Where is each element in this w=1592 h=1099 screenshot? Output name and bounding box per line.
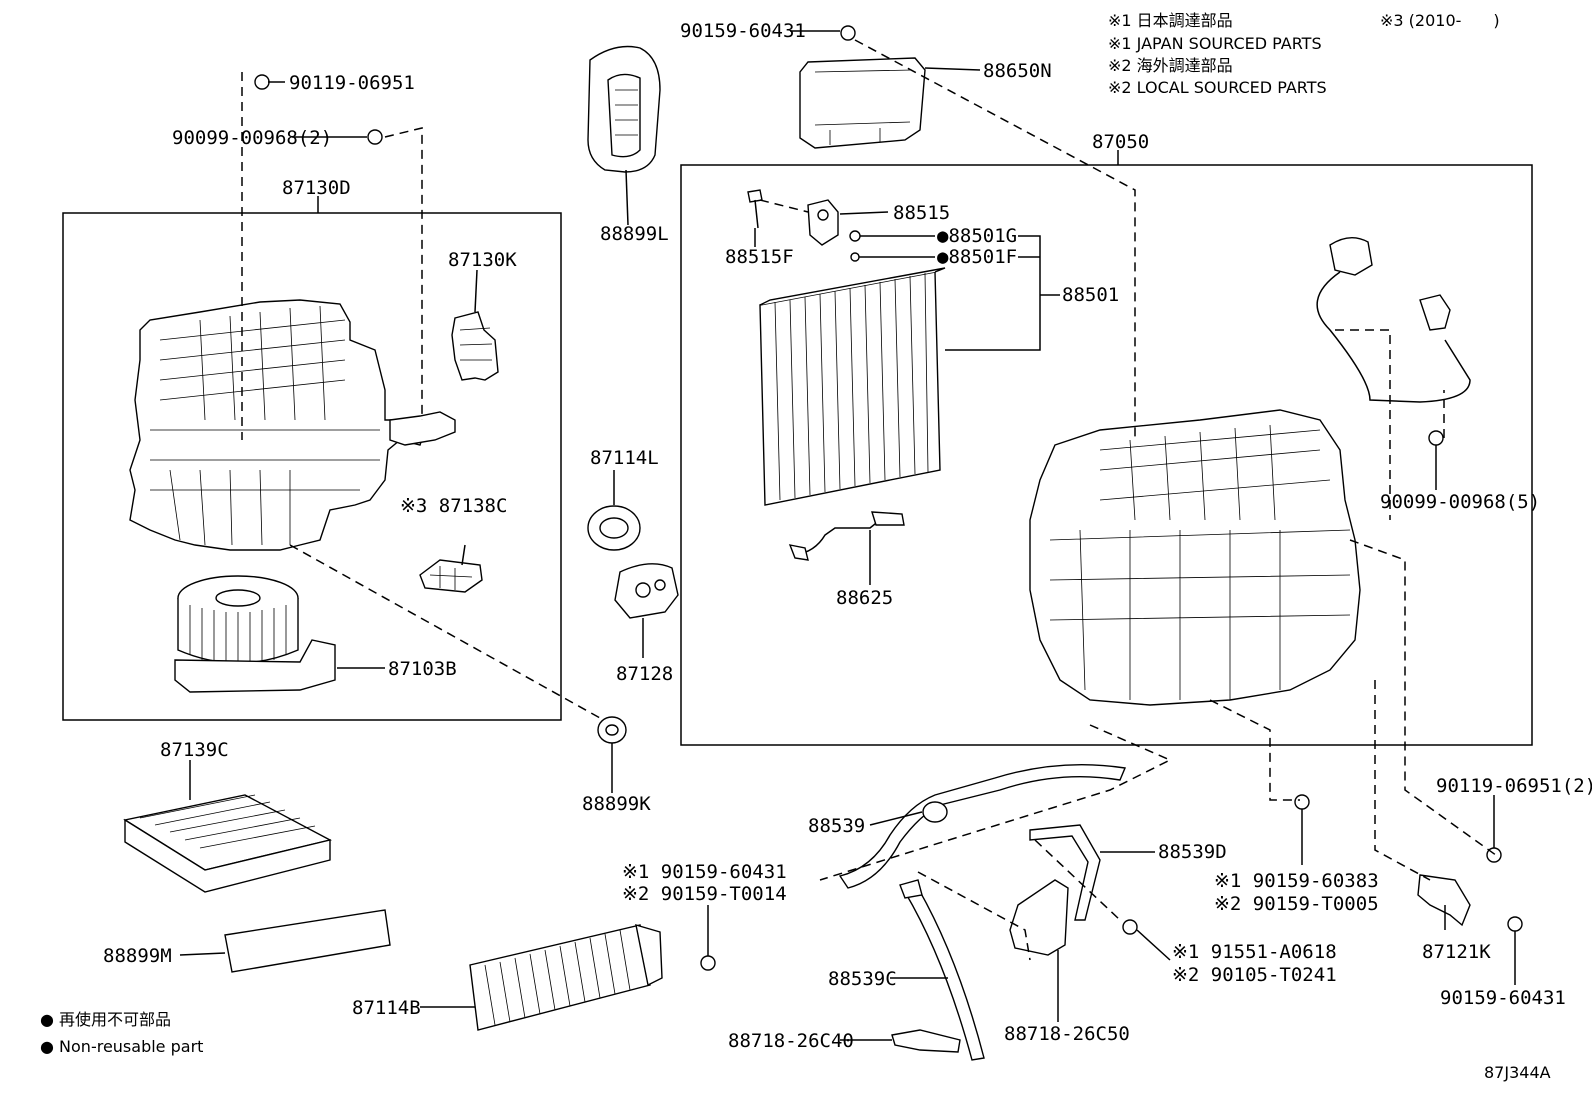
label-88899K: 88899K	[582, 793, 651, 815]
note-1-en: ※1 JAPAN SOURCED PARTS	[1108, 34, 1322, 53]
label-87114L: 87114L	[590, 447, 659, 469]
notes-block: ※1 日本調達部品 ※1 JAPAN SOURCED PARTS ※2 海外調達…	[1108, 11, 1500, 97]
bracket-87130K-illustration	[451, 311, 499, 381]
part-labels: 90159-60431 88650N 90119-06951 90099-009…	[103, 20, 1592, 1052]
label-90119-06951-2: 90119-06951(2)	[1436, 775, 1592, 797]
label-87130D: 87130D	[282, 177, 351, 199]
bracket-88718-26C50-illustration	[1009, 879, 1069, 956]
label-88718-26C40: 88718-26C40	[728, 1030, 854, 1052]
bracket-87121K-illustration	[1417, 874, 1471, 927]
leader-lines	[179, 30, 1516, 1041]
ecu-88650N-illustration	[799, 57, 926, 149]
label-90119-06951: 90119-06951	[289, 72, 415, 94]
legend-en: ● Non-reusable part	[40, 1037, 203, 1056]
label-88539C: 88539C	[828, 968, 897, 990]
label-90099-00968-5: 90099-00968(5)	[1380, 491, 1540, 513]
label-87050: 87050	[1092, 131, 1149, 153]
label-90159-60383: ※1 90159-60383	[1214, 870, 1379, 892]
label-87128: 87128	[616, 663, 673, 685]
o-ring-88501F-icon	[850, 252, 860, 262]
bolt-88515F-illustration	[747, 189, 763, 229]
box-87050	[680, 164, 1533, 746]
servo-wire-illustration	[1316, 237, 1471, 403]
label-88899M: 88899M	[103, 945, 172, 967]
box-87130D	[62, 212, 562, 721]
note-3: ※3 (2010- )	[1380, 11, 1500, 30]
label-88625: 88625	[836, 587, 893, 609]
label-90159-60431-br: 90159-60431	[1440, 987, 1566, 1009]
blower-case-illustration	[129, 299, 456, 551]
seal-87114L-illustration	[587, 505, 641, 551]
label-87103B: 87103B	[388, 658, 457, 680]
label-87114B: 87114B	[352, 997, 421, 1019]
hose-88539D-illustration	[1029, 824, 1101, 921]
note-2-jp: ※2 海外調達部品	[1108, 56, 1233, 75]
label-90159-60431-mid: ※1 90159-60431	[622, 861, 787, 883]
label-88515F: 88515F	[725, 246, 794, 268]
label-88501: 88501	[1062, 284, 1119, 306]
filter-87139C-illustration	[123, 794, 332, 893]
cover-88899M-illustration	[224, 909, 391, 973]
heater-unit-87050-illustration	[1029, 409, 1361, 706]
bolt-icons	[254, 25, 1523, 971]
seal-87128-illustration	[614, 563, 679, 619]
legend-block: ● 再使用不可部品 ● Non-reusable part	[40, 1010, 203, 1056]
note-2-en: ※2 LOCAL SOURCED PARTS	[1108, 78, 1327, 97]
label-88539D: 88539D	[1158, 841, 1227, 863]
label-90159-60431-top: 90159-60431	[680, 20, 806, 42]
label-87121K: 87121K	[1422, 941, 1491, 963]
sensor-88625-illustration	[788, 511, 905, 561]
label-88515: 88515	[893, 202, 950, 224]
label-88718-26C50: 88718-26C50	[1004, 1023, 1130, 1045]
hose-88539-illustration	[838, 763, 1126, 889]
expansion-valve-88515-illustration	[807, 199, 839, 246]
blower-motor-87103B-illustration	[174, 575, 336, 693]
label-90159-T0014: ※2 90159-T0014	[622, 883, 787, 905]
hose-88539C-illustration	[899, 879, 985, 1061]
guide-lines	[241, 39, 1501, 961]
grommet-88899K-illustration	[597, 716, 627, 744]
diagram-code: 87J344A	[1484, 1063, 1551, 1082]
label-90099-00968-2: 90099-00968(2)	[172, 127, 332, 149]
evaporator-88501-illustration	[759, 267, 946, 506]
label-88501F: ●88501F	[937, 246, 1017, 268]
note-1-jp: ※1 日本調達部品	[1108, 11, 1233, 30]
label-90105-T0241: ※2 90105-T0241	[1172, 964, 1337, 986]
clip-88718-26C40-illustration	[891, 1029, 961, 1053]
label-90159-T0005: ※2 90159-T0005	[1214, 893, 1379, 915]
label-88899L: 88899L	[600, 223, 669, 245]
label-87130K: 87130K	[448, 249, 517, 271]
label-88501G: ●88501G	[937, 225, 1017, 247]
label-87138C: ※3 87138C	[400, 495, 507, 517]
heater-core-87114B-illustration	[469, 924, 663, 1031]
label-91551-A0618: ※1 91551-A0618	[1172, 941, 1337, 963]
resistor-87138C-illustration	[419, 559, 483, 593]
label-88650N: 88650N	[983, 60, 1052, 82]
gasket-88899L-illustration	[587, 45, 661, 173]
label-87139C: 87139C	[160, 739, 229, 761]
label-88539: 88539	[808, 815, 865, 837]
legend-jp: ● 再使用不可部品	[40, 1010, 171, 1029]
o-ring-88501G-icon	[849, 230, 861, 242]
